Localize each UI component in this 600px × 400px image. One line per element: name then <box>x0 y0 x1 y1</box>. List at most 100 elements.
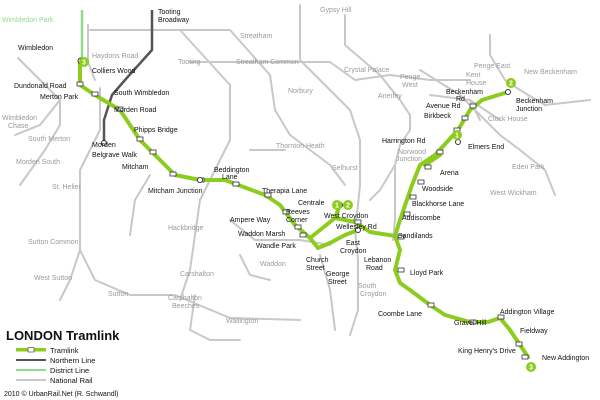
label-penge-west-1: Penge <box>400 74 420 81</box>
label-wimbledon-chase-2: Chase <box>8 123 28 130</box>
label-streatham-common: Streatham Common <box>236 59 299 66</box>
label-penge-east: Penge East <box>474 63 510 70</box>
station-labels: Wimbledon Park Tooting Broadway Wimbledo… <box>2 7 589 362</box>
label-beddington-lane-2: Lane <box>222 174 238 181</box>
label-east-croydon-2: Croydon <box>340 248 367 255</box>
label-reeves-corner-1: Reeves <box>286 209 310 216</box>
label-ampere-way: Ampere Way <box>230 217 271 224</box>
legend-northern-line: Northern Line <box>50 356 95 365</box>
label-avenue-rd: Avenue Rd <box>426 103 461 110</box>
label-harrington-rd: Harrington Rd <box>382 138 426 145</box>
label-hackbridge: Hackbridge <box>168 225 204 232</box>
label-south-merton: South Merton <box>28 136 70 143</box>
label-streatham: Streatham <box>240 33 272 40</box>
label-sutton-common: Sutton Common <box>28 239 79 246</box>
label-dundonald-road: Dundonald Road <box>14 83 67 90</box>
label-waddon: Waddon <box>260 261 286 268</box>
badge-2-croydon: 2 <box>346 203 350 210</box>
badge-2-beckenham: 2 <box>509 81 513 88</box>
label-west-sutton: West Sutton <box>34 275 72 282</box>
label-church-street-1: Church <box>306 257 329 264</box>
label-woodside: Woodside <box>422 186 453 193</box>
badge-1-croydon: 1 <box>335 203 339 210</box>
label-centrale: Centrale <box>298 200 325 207</box>
label-colliers-wood: Colliers Wood <box>92 68 136 75</box>
label-crystal-palace: Crystal Palace <box>344 67 389 74</box>
label-norwood-junction-1: Norwood <box>398 149 426 156</box>
label-eden-park: Eden Park <box>512 164 545 171</box>
label-lebanon-road-2: Road <box>366 265 383 272</box>
label-george-street-1: George <box>326 271 349 278</box>
legend-district-line: District Line <box>50 366 89 375</box>
map-title: LONDON Tramlink <box>6 328 120 343</box>
label-wimbledon-park: Wimbledon Park <box>2 17 54 24</box>
legend-tramlink: Tramlink <box>50 346 79 355</box>
label-church-street-2: Street <box>306 265 325 272</box>
label-addiscombe: Addiscombe <box>402 215 441 222</box>
label-beckenham-junction-1: Beckenham <box>516 98 553 105</box>
label-beckenham-rd-2: Rd <box>456 96 465 103</box>
label-elmers-end: Elmers End <box>468 144 504 151</box>
route-badges: 3 1 2 1 2 3 <box>79 57 536 372</box>
label-king-henrys-drive: King Henry's Drive <box>458 348 516 355</box>
label-arena: Arena <box>440 170 459 177</box>
label-kent-house-2: House <box>466 80 486 87</box>
label-carshalton-beeches-1: Carshalton <box>168 295 202 302</box>
badge-3-new-addington: 3 <box>529 365 533 372</box>
label-tooting-broadway-2: Broadway <box>158 17 190 24</box>
label-beckenham-junction-2: Junction <box>516 106 542 113</box>
label-morden-road: Morden Road <box>114 107 157 114</box>
label-george-street-2: Street <box>328 279 347 286</box>
label-wimbledon: Wimbledon <box>18 45 53 52</box>
label-coombe-lane: Coombe Lane <box>378 311 422 318</box>
label-beddington-lane-1: Beddington <box>214 167 250 174</box>
label-wimbledon-chase-1: Wimbledon <box>2 115 37 122</box>
legend-national-rail: National Rail <box>50 376 93 385</box>
label-sutton: Sutton <box>108 291 128 298</box>
label-south-wimbledon: South Wimbledon <box>114 90 169 97</box>
label-tooting-broadway-1: Tooting <box>158 9 181 16</box>
label-gypsy-hill: Gypsy Hill <box>320 7 352 14</box>
label-mitcham-junction: Mitcham Junction <box>148 188 203 195</box>
label-wellesley-rd: Wellesley Rd <box>336 224 377 231</box>
label-sandilands: Sandilands <box>398 233 433 240</box>
label-blackhorse-lane: Blackhorse Lane <box>412 201 464 208</box>
label-selhurst: Selhurst <box>332 165 358 172</box>
label-reeves-corner-2: Corner <box>286 217 308 224</box>
label-norwood-junction-2: Junction <box>396 156 422 163</box>
credit: 2010 © UrbanRail.Net (R. Schwandl) <box>4 390 119 398</box>
label-belgrave-walk: Belgrave Walk <box>92 152 137 159</box>
label-kent-house-1: Kent <box>466 72 480 79</box>
label-waddon-marsh: Waddon Marsh <box>238 231 285 238</box>
label-gravel-hill: Gravel Hill <box>454 320 487 327</box>
label-west-wickham: West Wickham <box>490 190 537 197</box>
label-morden: Morden <box>92 142 116 149</box>
label-therapia-lane: Therapia Lane <box>262 188 307 195</box>
label-merton-park: Merton Park <box>40 94 79 101</box>
label-birkbeck: Birkbeck <box>424 113 451 120</box>
label-east-croydon-1: East <box>346 240 360 247</box>
label-beckenham-rd-1: Beckenham <box>446 89 483 96</box>
label-st-helier: St. Helier <box>52 184 81 191</box>
northern-line <box>102 10 154 143</box>
label-anerley: Anerley <box>378 93 402 100</box>
badge-3-wimbledon: 3 <box>82 60 86 67</box>
label-tooting: Tooting <box>178 59 201 66</box>
label-carshalton: Carshalton <box>180 271 214 278</box>
label-new-addington: New Addington <box>542 355 589 362</box>
label-wallington: Wallington <box>226 318 259 325</box>
label-south-croydon-2: Croydon <box>360 291 387 298</box>
label-carshalton-beeches-2: Beeches <box>172 303 200 310</box>
label-penge-west-2: West <box>402 82 418 89</box>
label-wandle-park: Wandle Park <box>256 243 296 250</box>
label-lebanon-road-1: Lebanon <box>364 257 391 264</box>
label-new-beckenham: New Beckenham <box>524 69 577 76</box>
legend: Tramlink Northern Line District Line Nat… <box>16 346 95 385</box>
label-phipps-bridge: Phipps Bridge <box>134 127 178 134</box>
label-morden-south: Morden South <box>16 159 60 166</box>
label-lloyd-park: Lloyd Park <box>410 270 444 277</box>
label-thornton-heath: Thornton Heath <box>276 143 325 150</box>
label-south-croydon-1: South <box>358 283 376 290</box>
label-fieldway: Fieldway <box>520 328 548 335</box>
